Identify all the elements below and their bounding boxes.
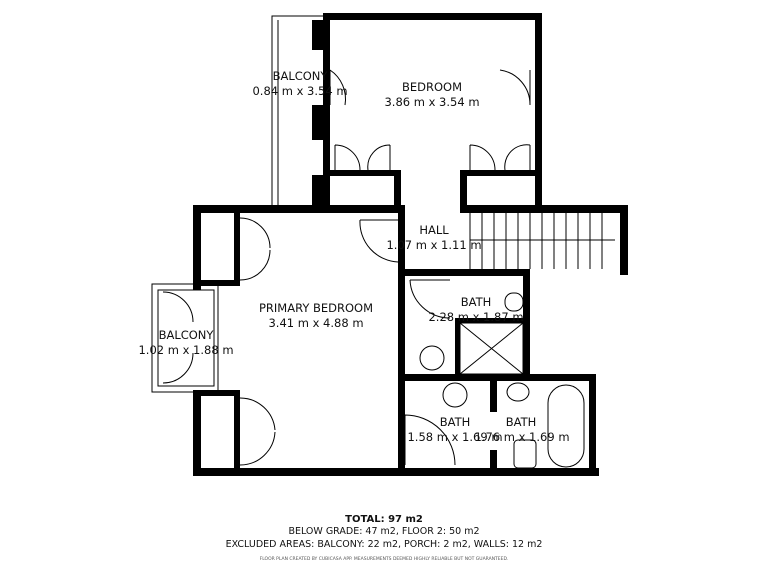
toilet-icon — [513, 439, 537, 469]
room-size-balcony-top: 0.84 m x 3.54 m — [252, 84, 348, 98]
sink-icon — [442, 382, 468, 408]
disclaimer: FLOOR PLAN CREATED BY CUBICASA APP. MEAS… — [259, 557, 509, 562]
room-size-bedroom: 3.86 m x 3.54 m — [384, 95, 480, 109]
room-size-hall: 1.07 m x 1.11 m — [386, 238, 482, 252]
walls — [193, 13, 628, 476]
room-size-bath-lower-right: 1.76 m x 1.69 m — [474, 430, 570, 444]
room-name-primary-bedroom: PRIMARY BEDROOM — [258, 301, 374, 315]
shower-icon — [459, 322, 524, 375]
staircase — [469, 213, 615, 269]
bathtub-icon — [547, 384, 585, 468]
room-name-hall: HALL — [419, 223, 449, 237]
sink-icon — [419, 345, 445, 371]
door-swing — [409, 279, 451, 319]
room-size-primary-bedroom: 3.41 m x 4.88 m — [268, 316, 364, 330]
room-size-balcony-left: 1.02 m x 1.88 m — [138, 343, 234, 357]
door-swing — [499, 69, 531, 106]
balcony-left-outline — [151, 283, 219, 393]
door-swing — [359, 219, 399, 263]
fixtures — [162, 69, 615, 469]
closet-doors — [469, 144, 531, 171]
total-area: TOTAL: 97 m2 — [345, 514, 423, 525]
door-swing — [404, 414, 456, 466]
room-size-bath-lower-left: 1.58 m x 1.69 m — [407, 430, 503, 444]
toilet-icon — [504, 292, 524, 312]
door-swing — [329, 69, 346, 106]
sink-icon — [506, 382, 530, 402]
balcony-doors — [162, 291, 194, 384]
closet-doors — [239, 397, 276, 466]
room-name-bath-upper: BATH — [460, 295, 492, 309]
room-size-bath-upper: 2.28 m x 1.87 m — [428, 310, 524, 324]
room-name-balcony-top: BALCONY — [272, 69, 328, 83]
room-name-bath-lower-left: BATH — [439, 415, 471, 429]
excluded-areas: EXCLUDED AREAS: BALCONY: 22 m2, PORCH: 2… — [225, 539, 543, 550]
closet-doors — [239, 217, 271, 281]
room-name-bedroom: BEDROOM — [401, 80, 463, 94]
room-name-balcony-left: BALCONY — [158, 328, 214, 342]
room-name-bath-lower-right: BATH — [505, 415, 537, 429]
closet-doors — [334, 144, 391, 171]
floor-areas: BELOW GRADE: 47 m2, FLOOR 2: 50 m2 — [288, 526, 480, 537]
